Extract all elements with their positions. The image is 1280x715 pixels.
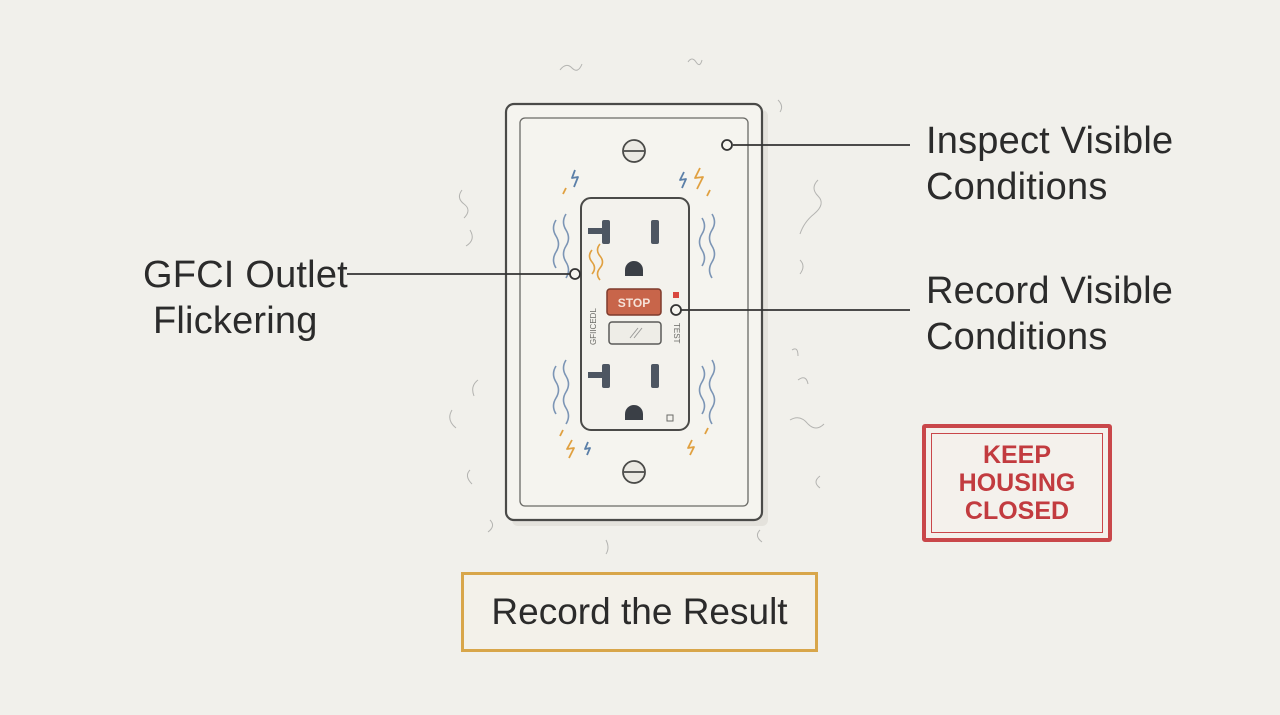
callout-left-line-2: Flickering	[153, 300, 318, 342]
flicker-waves	[552, 213, 716, 425]
receptacle-side-text-right: TEST	[672, 323, 681, 344]
callout-inspect-visible-conditions: Inspect Visible Conditions	[926, 118, 1173, 210]
spark-icons	[559, 167, 711, 459]
record-the-result-box: Record the Result	[461, 572, 818, 652]
callout-right-mid-line-1: Record Visible	[926, 270, 1174, 312]
sketch-marks	[449, 58, 825, 555]
result-box-label: Record the Result	[491, 591, 788, 632]
svg-text:STOP: STOP	[618, 296, 650, 310]
warning-line-1: KEEP	[982, 441, 1052, 469]
warning-line-2: HOUSING	[958, 469, 1076, 497]
callout-dots	[569, 139, 733, 316]
warning-line-3: CLOSED	[964, 497, 1070, 525]
receptacle-side-text-left: GFIICEDL	[589, 308, 598, 345]
callout-left-line-1: GFCI Outlet	[143, 254, 348, 296]
callout-right-mid-line-2: Conditions	[926, 316, 1108, 358]
top-screw	[622, 139, 646, 163]
callout-gfci-outlet-flickering: GFCI Outlet Flickering	[143, 252, 348, 344]
callout-lines	[347, 144, 910, 311]
heat-waves	[588, 243, 604, 281]
stop-button: STOP	[606, 288, 662, 316]
callout-right-top-line-1: Inspect Visible	[926, 120, 1174, 162]
warning-sign-inner: KEEP HOUSING CLOSED	[931, 433, 1103, 533]
callout-record-visible-conditions: Record Visible Conditions	[926, 268, 1173, 360]
bottom-screw	[622, 460, 646, 484]
callout-right-top-line-2: Conditions	[926, 166, 1108, 208]
keep-housing-closed-sign: KEEP HOUSING CLOSED	[922, 424, 1112, 542]
